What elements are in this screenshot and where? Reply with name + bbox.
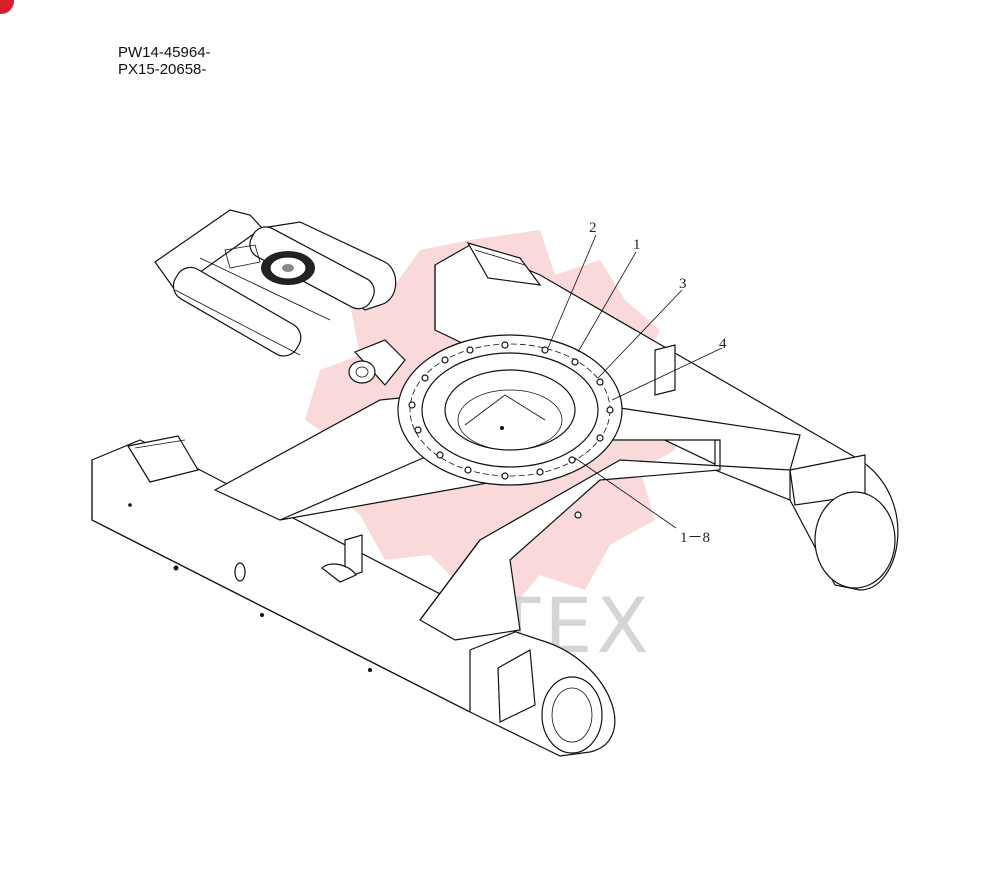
callout-label-3: 3 — [679, 276, 687, 292]
callout-leaders — [547, 234, 723, 529]
callout-label-2: 2 — [589, 220, 597, 236]
serial-number-1: PW14-45964- — [118, 44, 211, 61]
center-car-body — [213, 339, 801, 641]
inset-undercarriage-thumbnail — [154, 209, 397, 357]
serial-number-2: PX15-20658- — [118, 61, 207, 78]
ring-bolts — [408, 341, 614, 480]
callout-label-1: 1 — [633, 237, 641, 253]
left-side-frame — [91, 435, 616, 757]
callout-label-4: 4 — [719, 336, 727, 352]
swing-bearing-ring — [397, 334, 623, 486]
callout-label-1-8: 1－8 — [680, 530, 710, 546]
serial-number-block: PW14-45964- PX15-20658- — [118, 44, 211, 78]
